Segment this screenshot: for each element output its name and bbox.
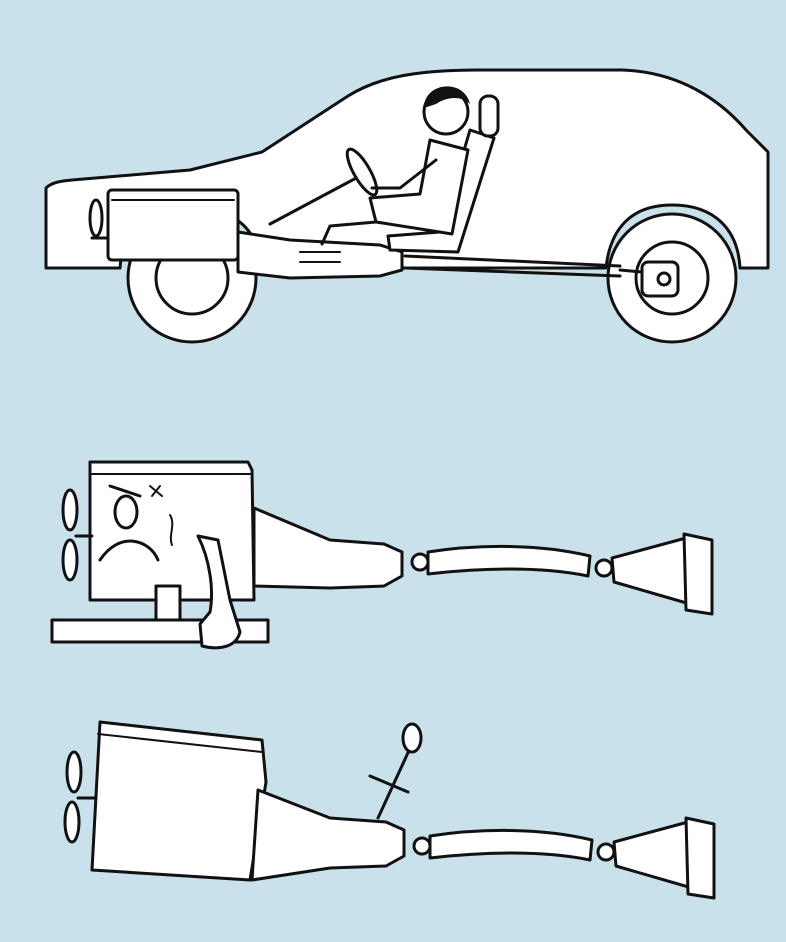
driveshaft-icon [410,544,614,578]
driveshaft-icon [412,828,616,862]
engine-transmission [250,788,406,882]
car-differential-icon [618,260,680,298]
car-transmission [236,230,404,280]
engine-mount-icon [154,584,182,622]
engine-fan-icon [63,750,98,844]
car-fan-icon [88,198,110,240]
driver-icon [320,86,470,246]
engine-tilted-panel [63,720,716,900]
engine-block-icon [90,720,268,882]
differential-icon [610,532,714,616]
shift-lever-icon [368,722,423,820]
differential-icon [612,816,716,900]
car-engine-icon [106,188,240,262]
engine-fan-icon [61,488,94,582]
car-cutaway-panel [44,68,770,344]
car-driveshaft-icon [403,254,622,278]
engine-face [98,484,174,562]
hand-icon [196,534,242,650]
rear-wheel-hub [634,240,710,316]
engine-transmission [252,506,404,590]
engine-mounted-panel [50,460,714,650]
steering-column [268,174,362,226]
